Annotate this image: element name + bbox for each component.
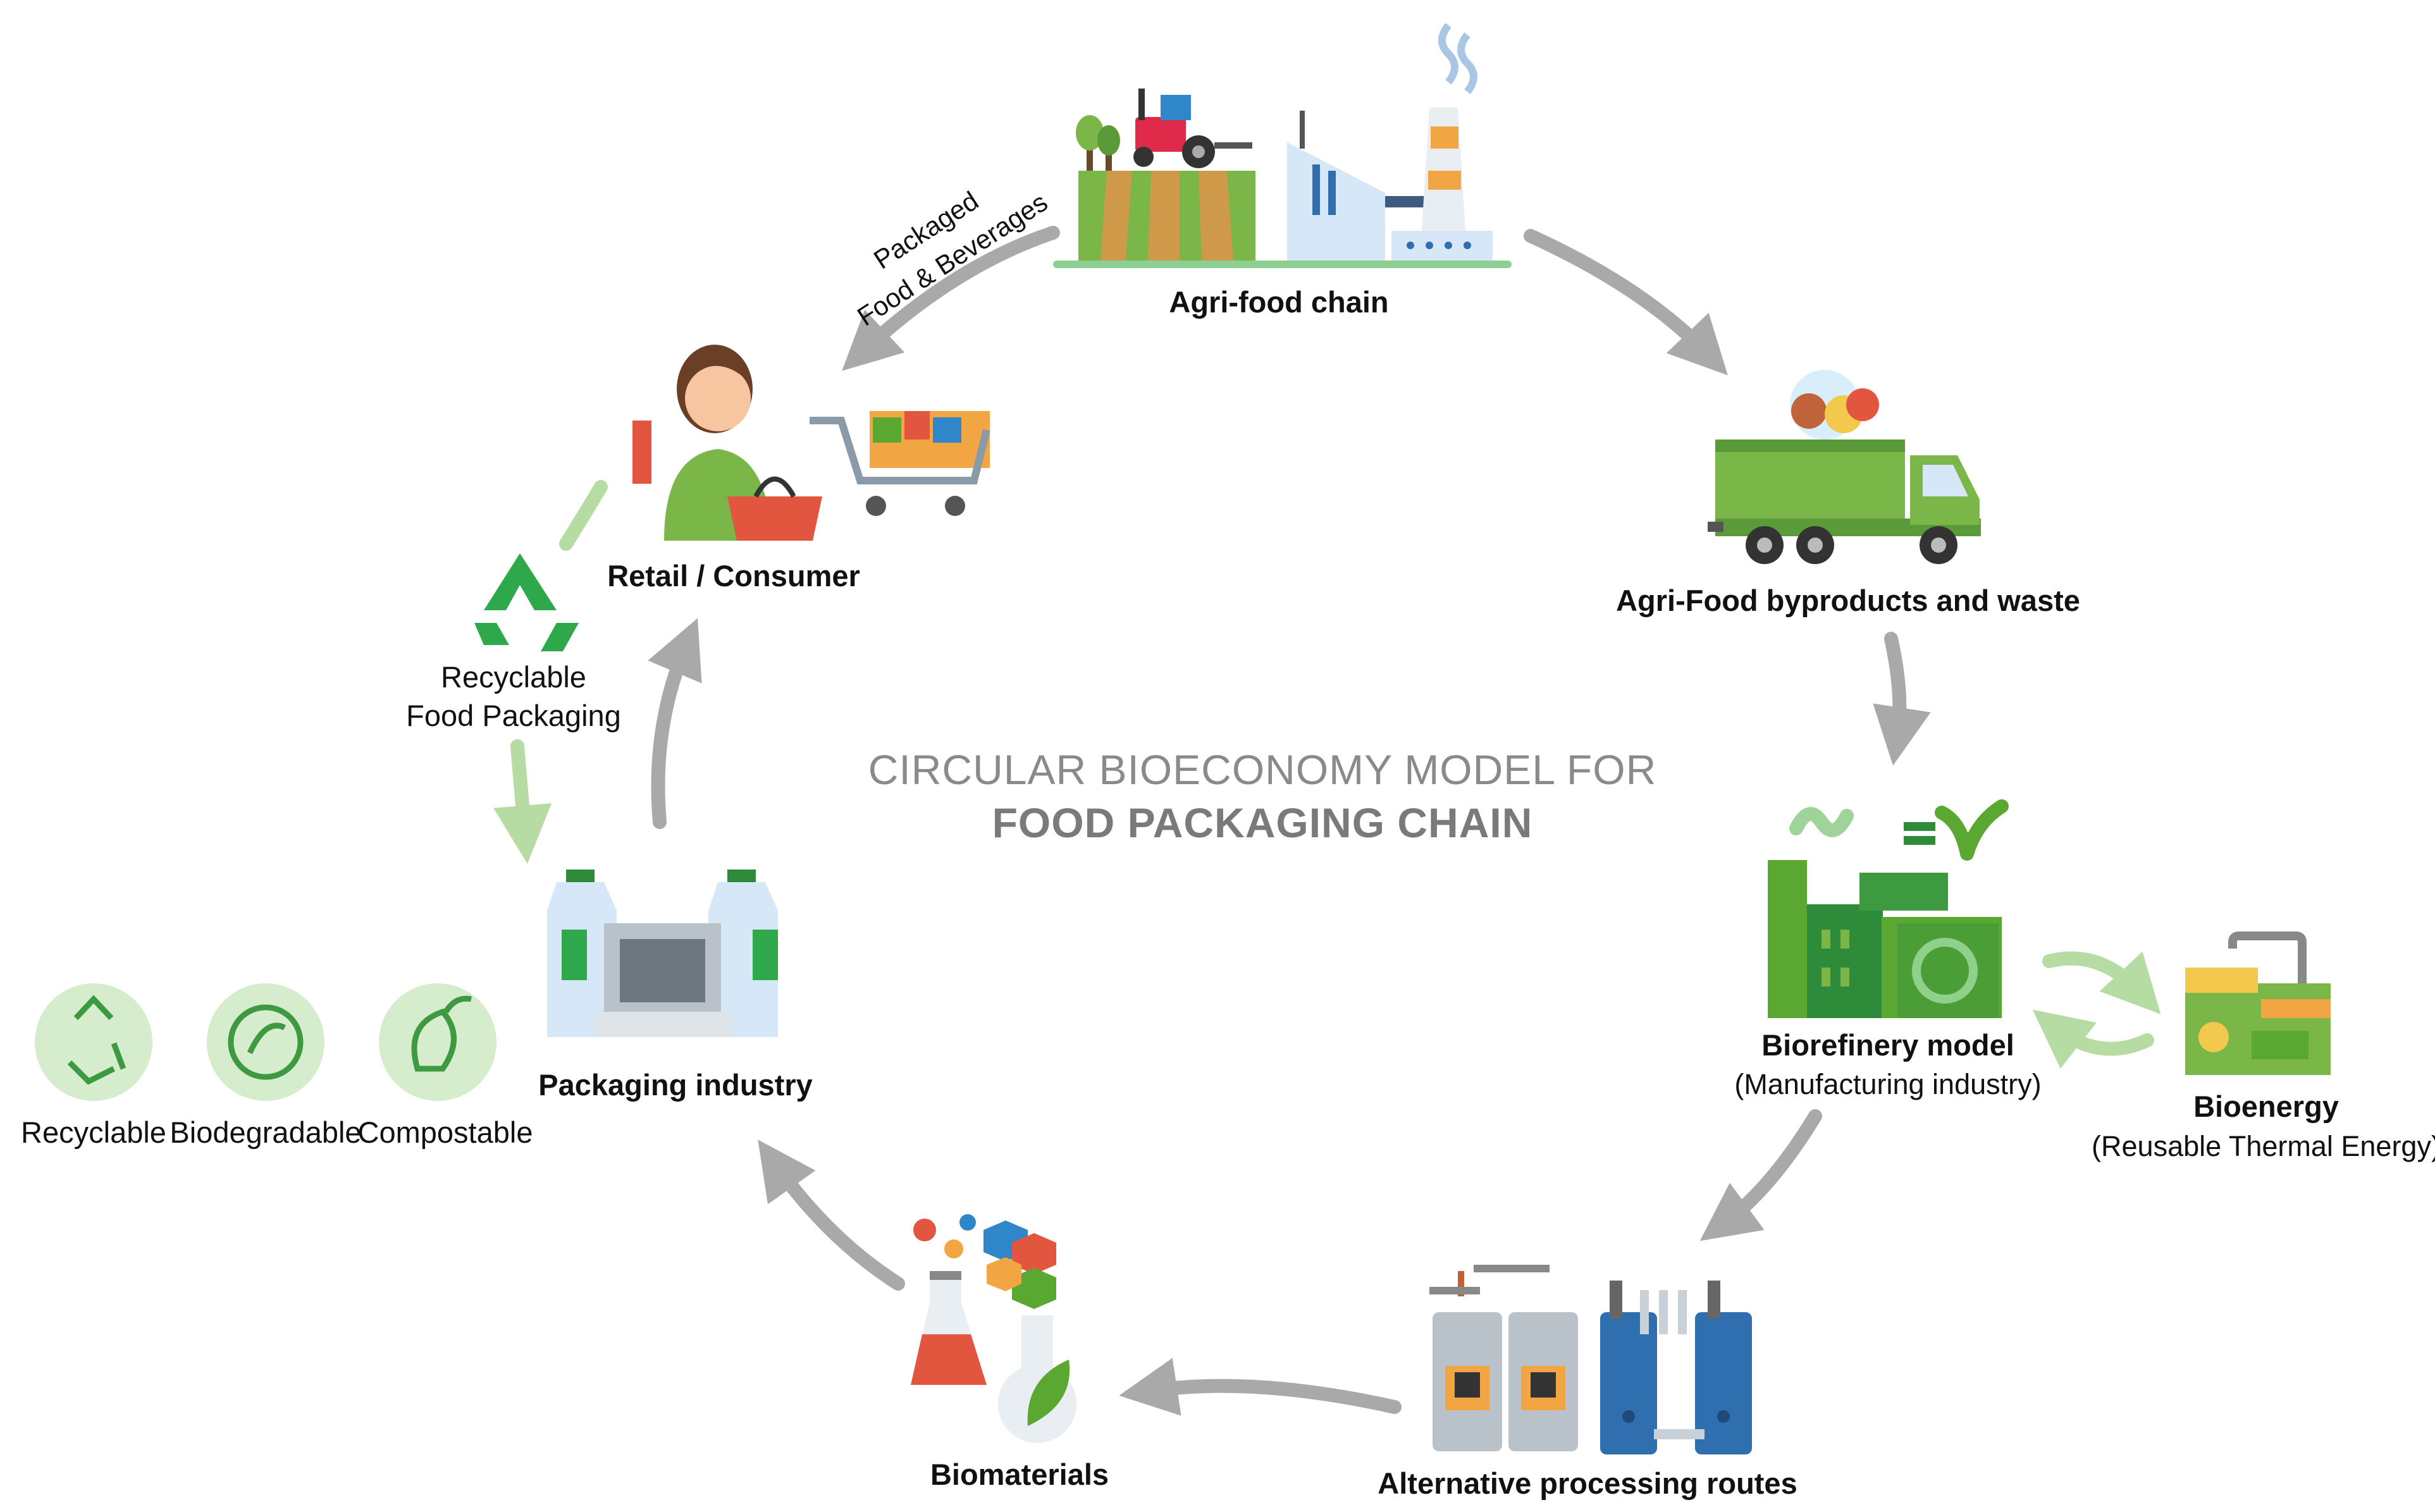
compostable-badge-icon xyxy=(379,983,496,1101)
arrow-byproducts-to-biorefinery xyxy=(1873,632,1931,766)
arrow-packaging-to-retail xyxy=(648,618,702,829)
agri-food-chain-icon xyxy=(1053,23,1512,268)
packaging-industry-label: Packaging industry xyxy=(538,1068,813,1102)
biomaterials-icon xyxy=(911,1214,1076,1443)
biorefinery-sublabel: (Manufacturing industry) xyxy=(1734,1068,2042,1100)
arrow-biorefinery-to-routes xyxy=(1699,1109,1822,1241)
arrow-biomaterials-to-packaging xyxy=(758,1140,905,1291)
alternative-routes-label: Alternative processing routes xyxy=(1378,1466,1797,1500)
packaging-type-compostable: Compostable xyxy=(357,1116,533,1149)
recycle-icon xyxy=(474,553,579,651)
biorefinery-icon xyxy=(1768,799,2009,1018)
bioenergy-icon xyxy=(2185,931,2331,1075)
bioenergy-label: Bioenergy xyxy=(2193,1090,2339,1123)
arrow-agri-to-byproducts xyxy=(1524,229,1728,376)
retail-consumer-icon xyxy=(632,345,990,541)
recyclable-badge-icon xyxy=(35,983,152,1101)
packaging-industry-icon xyxy=(547,870,778,1037)
arrow-recycle-to-packaging xyxy=(493,739,552,864)
packaging-types xyxy=(35,983,496,1101)
arrow-biorefinery-to-bioenergy xyxy=(2042,951,2161,1014)
waste-truck-icon xyxy=(1708,370,1981,564)
biorefinery-label: Biorefinery model xyxy=(1761,1028,2014,1062)
bioenergy-sublabel: (Reusable Thermal Energy) xyxy=(2092,1130,2435,1162)
agri-food-chain-label: Agri-food chain xyxy=(1169,285,1389,319)
byproducts-label: Agri-Food byproducts and waste xyxy=(1616,584,2080,617)
biomaterials-label: Biomaterials xyxy=(930,1458,1109,1491)
packaging-type-recyclable: Recyclable xyxy=(21,1116,166,1149)
biodegradable-badge-icon xyxy=(207,983,324,1101)
arrow-routes-to-biomaterials xyxy=(1119,1358,1402,1416)
diagram-title-line1: CIRCULAR BIOECONOMY MODEL FOR xyxy=(868,746,1657,793)
processing-routes-icon xyxy=(1429,1265,1752,1454)
recyclable-packaging-line2: Food Packaging xyxy=(406,699,621,732)
arrow-agri-to-retail xyxy=(842,226,1060,371)
arrow-bioenergy-to-biorefinery xyxy=(2032,1009,2154,1069)
recyclable-packaging-line1: Recyclable xyxy=(441,660,586,694)
retail-consumer-label: Retail / Consumer xyxy=(607,559,860,593)
arrow-retail-to-recycle xyxy=(559,480,608,551)
packaging-type-biodegradable: Biodegradable xyxy=(170,1116,362,1149)
diagram-title-line2: FOOD PACKAGING CHAIN xyxy=(992,799,1533,846)
